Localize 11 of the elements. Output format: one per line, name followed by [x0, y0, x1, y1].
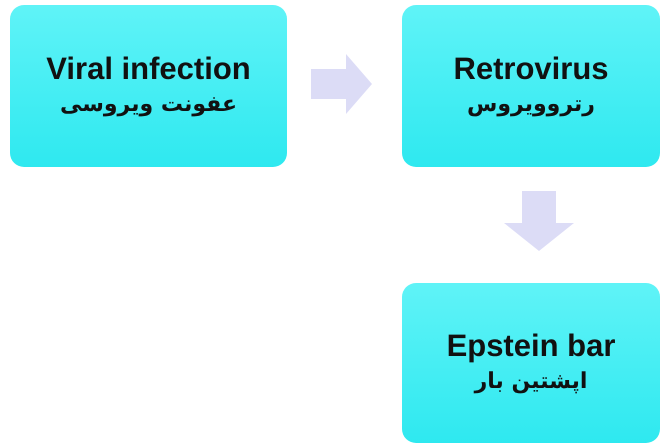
block-arrow: [504, 191, 574, 251]
process-box: [402, 5, 660, 167]
node-subtitle: اپشتین بار: [474, 368, 588, 396]
process-box: [402, 283, 660, 443]
node-title: Epstein bar: [446, 328, 616, 363]
node-title: Viral infection: [46, 52, 251, 86]
node-title: Retrovirus: [453, 52, 609, 86]
node-subtitle: رتروویروس: [467, 90, 595, 119]
process-box: [10, 5, 287, 167]
node-subtitle: عفونت ویروسی: [60, 90, 238, 119]
block-arrow: [311, 54, 372, 114]
